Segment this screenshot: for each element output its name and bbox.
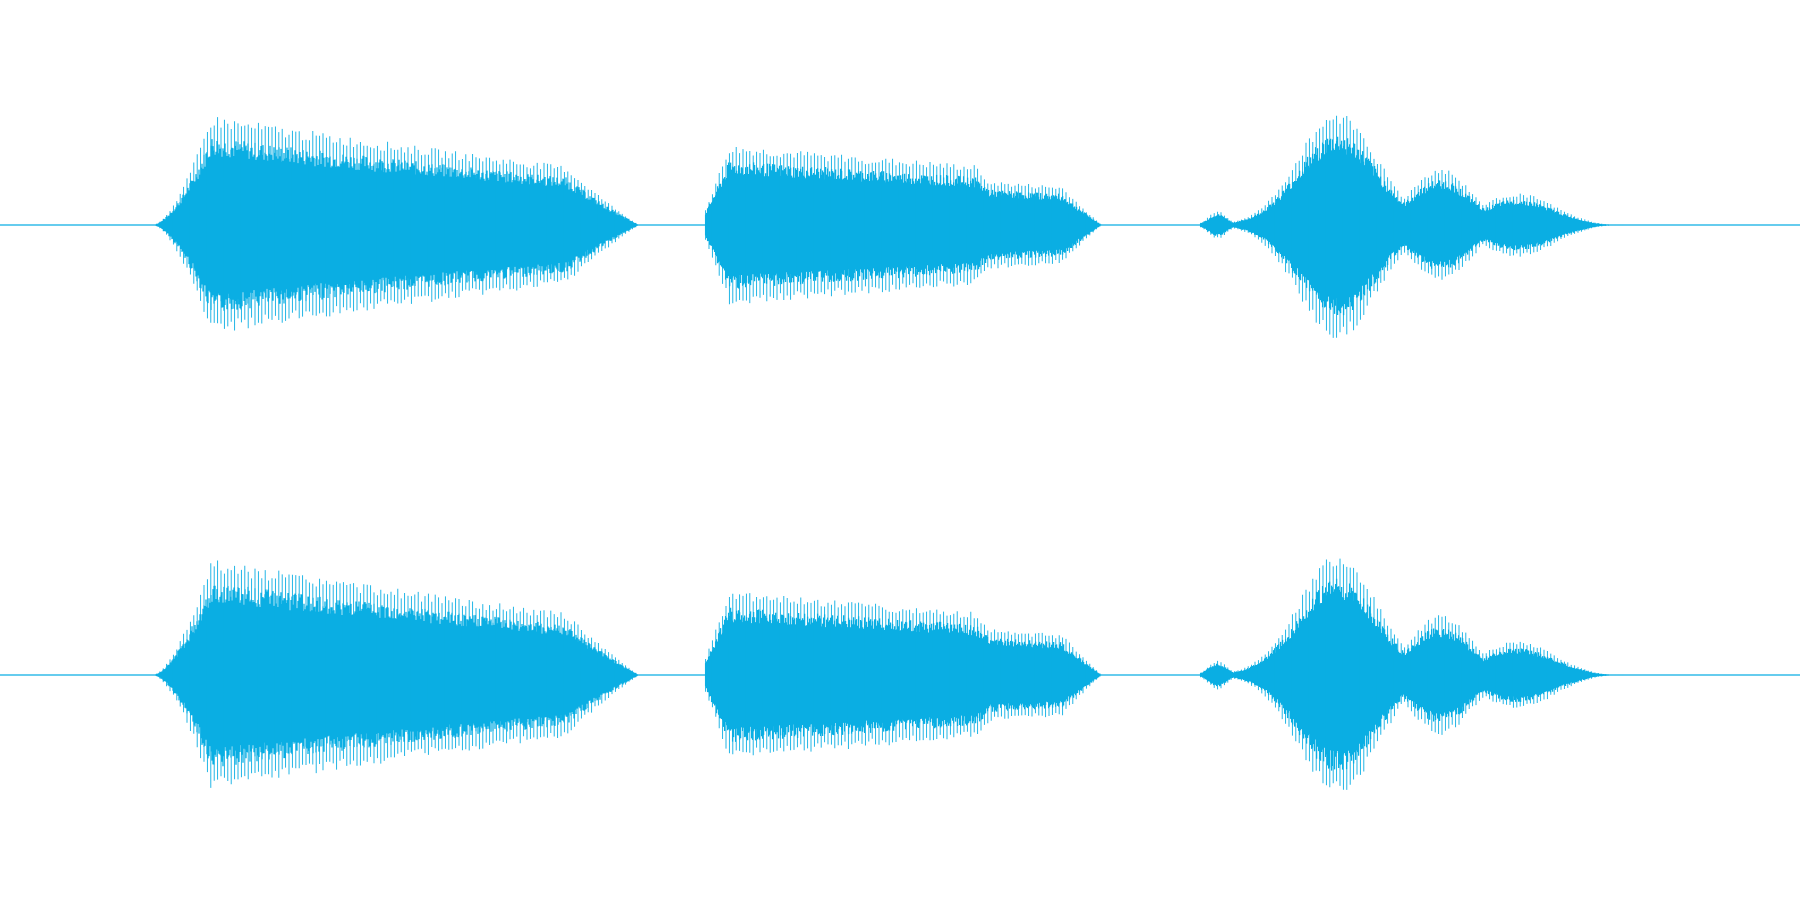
waveform-segment-1 xyxy=(153,585,639,767)
waveform-segment-3-peaks xyxy=(1200,115,1623,338)
waveform-segment-1-peaks xyxy=(155,560,637,788)
channel-right-waveform xyxy=(0,558,1800,790)
waveform-segment-2-peaks xyxy=(705,147,1101,305)
channel-left-waveform xyxy=(0,115,1800,338)
waveform-segment-1-peaks xyxy=(155,117,637,331)
waveform-segment-2-peaks xyxy=(705,593,1101,756)
waveform-segment-1 xyxy=(153,139,639,311)
waveform-segment-3-peaks xyxy=(1200,558,1623,790)
